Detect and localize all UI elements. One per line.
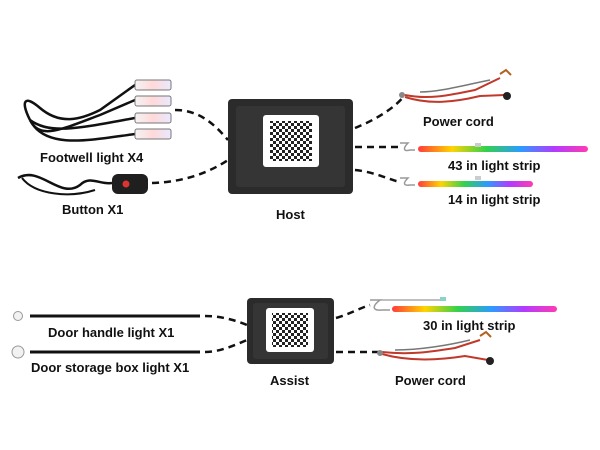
host-label: Host: [276, 207, 305, 222]
footwell-light-group: [23, 79, 172, 142]
host-power-connector: [354, 94, 406, 130]
button-label: Button X1: [62, 202, 124, 217]
strip-43: [400, 142, 588, 152]
power-cord-label-top: Power cord: [423, 114, 494, 129]
button-body: [112, 174, 148, 194]
door-storage-connector: [204, 338, 248, 354]
power-cord-bottom: [377, 330, 494, 365]
power-cord-label-bottom: Power cord: [395, 373, 466, 388]
host-module: [228, 99, 353, 194]
footwell-pod-3: [134, 112, 172, 124]
door-handle-connector: [204, 314, 248, 327]
strip-14: [400, 176, 533, 187]
button-connector: [151, 158, 229, 185]
assist-module: [247, 298, 334, 364]
host-qr-code: [270, 121, 312, 161]
footwell-pod-4: [134, 128, 172, 140]
strip-30: [370, 297, 557, 312]
footwell-pod-1: [134, 79, 172, 91]
footwell-label: Footwell light X4: [40, 150, 144, 165]
door-handle-label: Door handle light X1: [48, 325, 175, 340]
assist-strip30-connector: [335, 303, 371, 320]
door-storage-light: [11, 345, 200, 359]
strip-30-label: 30 in light strip: [423, 318, 516, 333]
footwell-connector: [174, 108, 229, 141]
strip-43-label: 43 in light strip: [448, 158, 541, 173]
assist-qr-code: [272, 313, 308, 347]
door-handle-light: [13, 311, 200, 321]
footwell-pod-2: [134, 95, 172, 107]
button-component: [17, 173, 148, 196]
button-led: [122, 180, 130, 188]
door-storage-label: Door storage box light X1: [31, 360, 190, 375]
assist-label: Assist: [270, 373, 310, 388]
strip-14-label: 14 in light strip: [448, 192, 541, 207]
host-strip14-connector: [354, 168, 401, 184]
power-cord-top: [399, 68, 512, 103]
